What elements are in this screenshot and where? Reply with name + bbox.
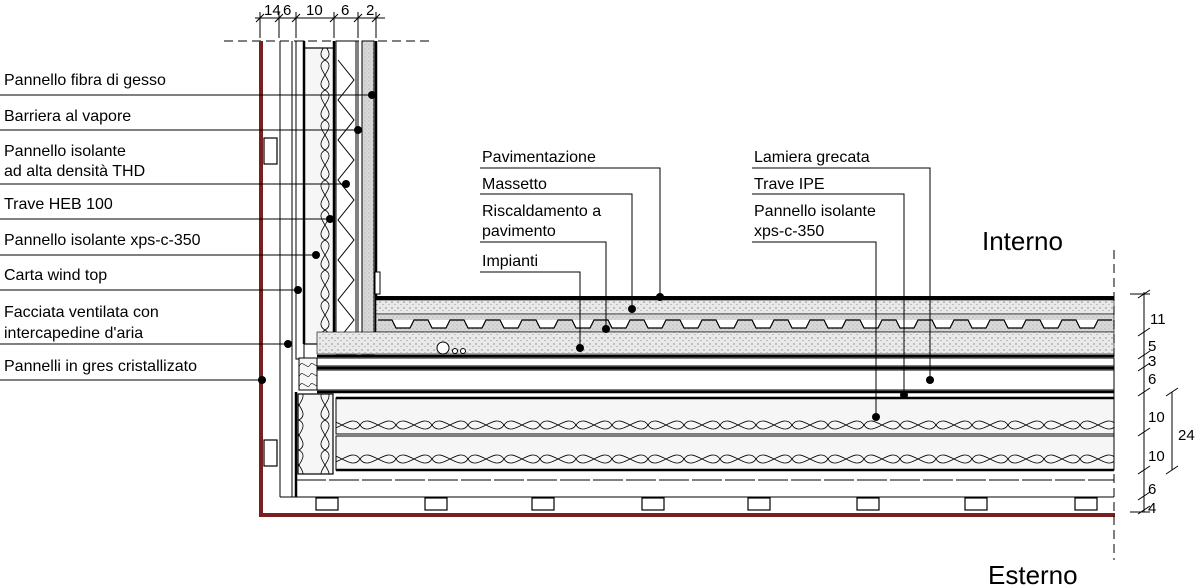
label-xps-floor-line2: xps-c-350 (754, 223, 824, 240)
right-dimension-5: 5 (1148, 338, 1156, 355)
label-heb-beam: Trave HEB 100 (4, 196, 113, 213)
right-dimension-6b: 6 (1148, 481, 1156, 498)
label-ventilated-facade-line1: Facciata ventilata con (4, 304, 159, 321)
label-screed: Massetto (482, 176, 547, 193)
right-dimension-4: 4 (1148, 500, 1156, 517)
right-dimension-3: 3 (1148, 353, 1156, 370)
label-floor-heating-line2: pavimento (482, 223, 556, 240)
right-dimension-11: 11 (1150, 311, 1166, 328)
label-vapour-barrier: Barriera al vapore (4, 108, 131, 125)
zone-exterior-label: Esterno (988, 560, 1078, 588)
right-dimension-line: 11 5 3 6 10 10 6 4 24 (1130, 289, 1195, 517)
label-wind-top: Carta wind top (4, 267, 107, 284)
label-gres-panels: Pannelli in gres cristallizato (4, 358, 197, 375)
label-thd-panel-line1: Pannello isolante (4, 143, 126, 160)
top-dimension-2: 6 (283, 2, 291, 19)
label-flooring: Pavimentazione (482, 149, 596, 166)
zone-interior-label: Interno (982, 226, 1063, 256)
label-floor-heating-line1: Riscaldamento a (482, 203, 601, 220)
top-dimension-3: 10 (306, 2, 323, 19)
right-dimension-10b: 10 (1148, 448, 1165, 465)
total-dimension: 24 (1178, 427, 1195, 444)
label-xps-floor-line1: Pannello isolante (754, 203, 876, 220)
label-xps-wall: Pannello isolante xps-c-350 (4, 232, 201, 249)
top-dimension-5: 2 (366, 2, 374, 19)
top-dimension-line: 14 6 10 6 2 (255, 2, 385, 38)
label-steel-deck: Lamiera grecata (754, 149, 870, 166)
right-dimension-6a: 6 (1148, 371, 1156, 388)
top-dimension-1: 14 (264, 2, 281, 19)
label-services: Impianti (482, 253, 538, 270)
label-thd-panel-line2: ad alta densità THD (4, 163, 145, 180)
wall-section (224, 40, 1115, 517)
label-ventilated-facade-line2: intercapedine d'aria (4, 325, 143, 342)
top-dimension-4: 6 (341, 2, 349, 19)
label-ipe-beam: Trave IPE (754, 176, 825, 193)
floor-callouts: Pavimentazione Massetto Riscaldamento a … (480, 149, 934, 421)
right-dimension-10a: 10 (1148, 409, 1165, 426)
wall-callouts: Pannello fibra di gesso Barriera al vapo… (0, 72, 376, 384)
label-gypsum-panel: Pannello fibra di gesso (4, 72, 166, 89)
